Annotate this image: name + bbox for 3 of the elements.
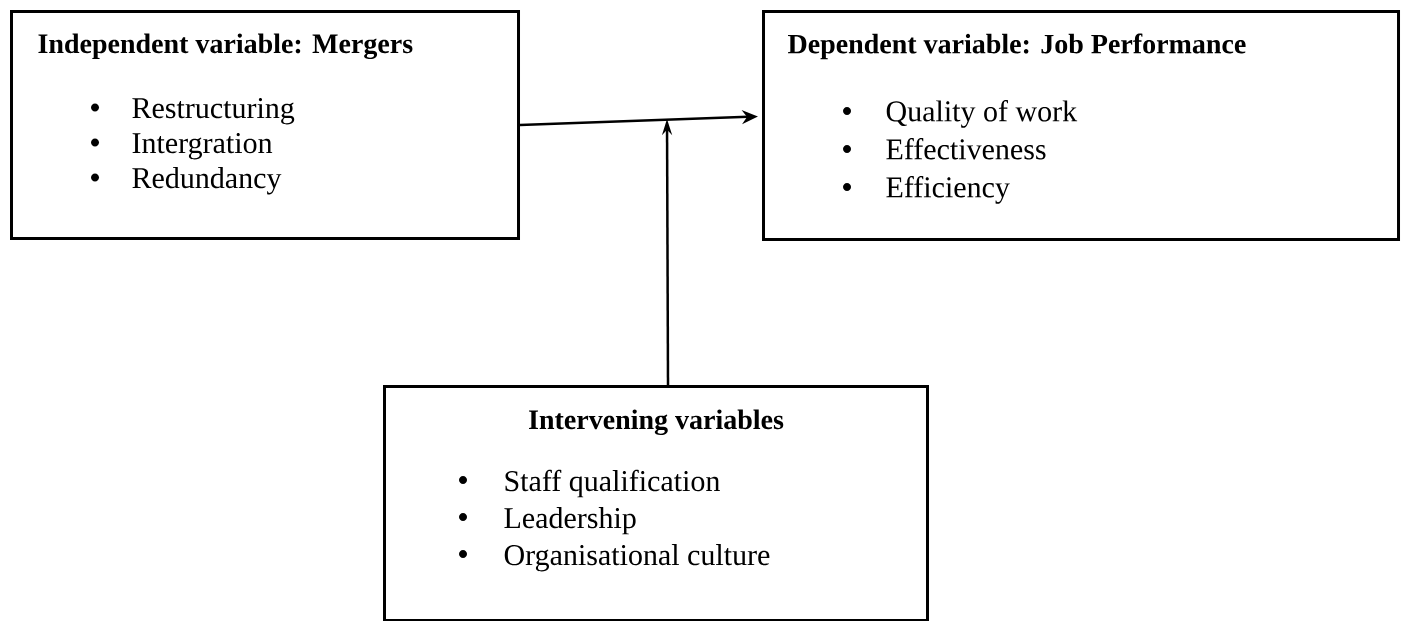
variable-box: Dependent variable: Job Performance Quality of work Effectiveness Efficiency [762, 10, 1400, 241]
variable-box: Independent variable: Mergers Restructuring Intergration Redundancy [10, 10, 520, 240]
variable-box: Intervening variables Staff qualification Leadership Organisational culture [383, 385, 929, 621]
